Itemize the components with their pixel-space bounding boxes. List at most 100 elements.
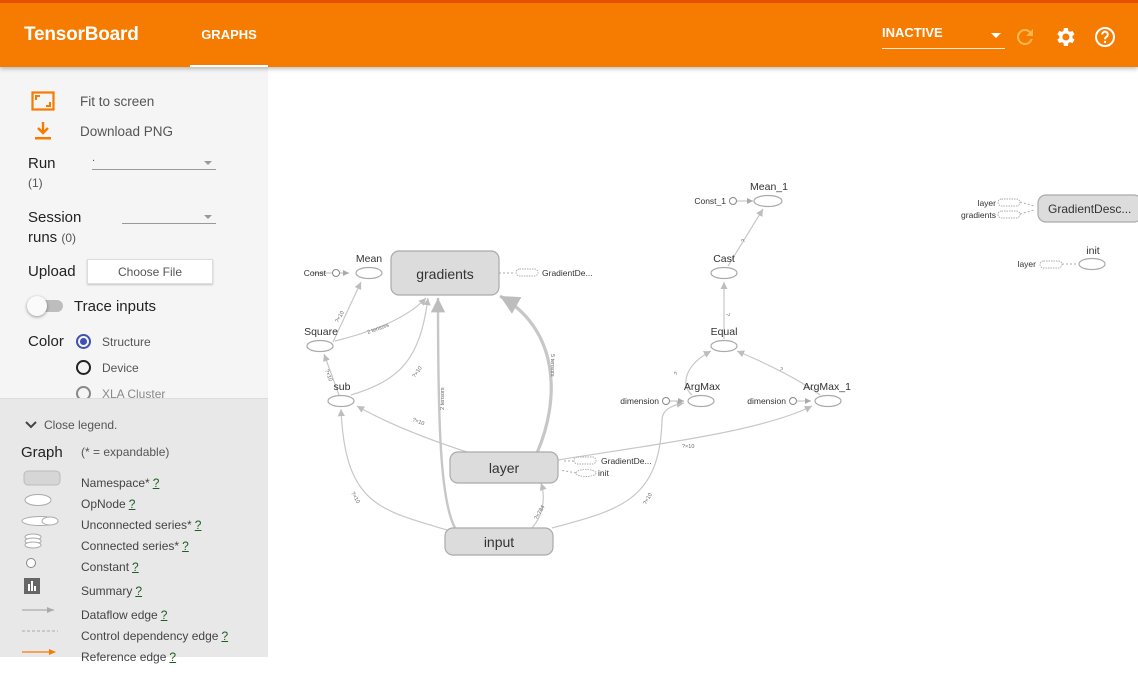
edge-label: 5 tensors — [549, 354, 555, 377]
choose-file-button[interactable]: Choose File — [87, 259, 213, 284]
tab-graphs[interactable]: GRAPHS — [201, 27, 257, 42]
color-device-label: Device — [102, 361, 139, 375]
edge-sub-gradients — [350, 297, 431, 396]
session-label: Session — [28, 209, 82, 226]
node-label: Cast — [713, 253, 735, 265]
help-link[interactable]: ? — [160, 608, 168, 622]
node-input[interactable]: input — [444, 527, 554, 556]
legend-constant: Constant? — [81, 560, 139, 574]
run-select[interactable]: . — [92, 152, 216, 170]
trace-inputs-toggle-knob[interactable] — [27, 296, 47, 316]
app-title: TensorBoard — [24, 24, 139, 45]
edge-argmax1-equal — [736, 350, 821, 396]
node-label: Square — [304, 326, 338, 338]
node-argmax[interactable] — [687, 394, 715, 408]
series-gradients[interactable] — [997, 210, 1021, 219]
node-label: GradientDesc... — [1048, 202, 1131, 216]
node-dimension-b[interactable] — [789, 397, 797, 405]
color-structure-radio[interactable] — [76, 334, 91, 349]
node-label: Mean — [356, 253, 382, 265]
edge-gradients-gradientdesc — [1019, 209, 1035, 215]
edge-input-gradients — [430, 297, 457, 529]
edge-argmax-equal — [685, 350, 712, 396]
series-gradientde-2[interactable] — [573, 456, 597, 465]
edge-label: ? — [741, 238, 748, 244]
help-link[interactable]: ? — [221, 629, 229, 643]
legend-opnode: OpNode? — [81, 497, 136, 511]
help-link[interactable]: ? — [182, 539, 189, 553]
close-legend-button[interactable]: Close legend. — [44, 418, 118, 432]
color-device-radio[interactable] — [76, 360, 91, 375]
chevron-down-icon[interactable] — [25, 421, 37, 429]
edge-input-sub — [337, 408, 448, 531]
chevron-down-icon — [204, 161, 212, 165]
edge-square-mean — [332, 281, 362, 343]
legend-connected-series: Connected series*? — [81, 539, 189, 553]
help-link[interactable]: ? — [169, 650, 177, 664]
session-select[interactable] — [122, 210, 216, 224]
node-label: Const — [304, 268, 327, 278]
download-icon[interactable] — [34, 121, 52, 141]
run-status-dropdown[interactable]: INACTIVE — [882, 25, 1005, 49]
node-cast[interactable] — [710, 266, 738, 280]
node-layer[interactable]: layer — [449, 451, 559, 484]
node-mean[interactable] — [355, 266, 383, 280]
fit-screen-icon[interactable] — [31, 91, 55, 111]
node-label: gradients — [961, 210, 996, 220]
settings-icon[interactable] — [1053, 25, 1077, 49]
expandable-note: (* = expandable) — [81, 445, 170, 459]
node-const-1[interactable] — [729, 197, 737, 205]
run-label: Run — [28, 155, 56, 172]
series-init[interactable] — [575, 469, 597, 477]
upload-label: Upload — [28, 263, 76, 280]
node-label: layer — [1018, 259, 1037, 269]
edge-layer-sub — [356, 405, 471, 454]
node-label: GradientDe... — [601, 456, 652, 466]
node-mean-1[interactable] — [753, 194, 783, 208]
edge-layer-init — [559, 469, 577, 474]
edge-label: 2 tensors — [367, 322, 391, 335]
node-label: init — [1086, 245, 1100, 257]
series-layer-init[interactable] — [1039, 260, 1063, 269]
edge-layer-gradients — [499, 294, 553, 454]
graph-canvas[interactable]: ?×10 2 tensors ?×10 ?×10 ?×10 2 tensors … — [268, 67, 1138, 657]
node-sub[interactable] — [327, 394, 355, 408]
edge-label: ?×10 — [349, 491, 360, 505]
help-link[interactable]: ? — [135, 584, 143, 598]
node-dimension-a[interactable] — [662, 397, 670, 405]
node-gradient-descent[interactable]: GradientDesc... — [1037, 194, 1138, 223]
edge-label: ?×10 — [412, 366, 424, 380]
node-label: ArgMax — [684, 381, 721, 393]
edge-layer-gradientdesc — [1019, 201, 1035, 207]
color-xla-label: XLA Cluster — [102, 387, 166, 401]
node-square[interactable] — [306, 339, 334, 353]
node-gradients[interactable]: gradients — [390, 250, 500, 296]
color-structure-label: Structure — [102, 335, 151, 349]
fit-to-screen-button[interactable]: Fit to screen — [80, 94, 155, 109]
edge-label: ? — [673, 371, 679, 377]
series-gradientde-1[interactable] — [515, 268, 539, 277]
node-label: init — [598, 468, 610, 478]
chevron-down-icon — [991, 33, 1001, 38]
node-label: ArgMax_1 — [803, 381, 851, 393]
help-link[interactable]: ? — [152, 476, 160, 490]
node-init[interactable] — [1078, 257, 1106, 271]
edge-input-layer — [529, 482, 547, 531]
help-icon[interactable] — [1093, 25, 1117, 49]
node-const[interactable] — [332, 269, 340, 277]
legend-symbols — [21, 470, 61, 655]
node-equal[interactable] — [710, 339, 738, 353]
node-label: dimension — [747, 396, 786, 406]
node-argmax-1[interactable] — [814, 394, 842, 408]
edge-label: 2 tensors — [440, 387, 446, 410]
node-label: layer — [978, 198, 997, 208]
help-link[interactable]: ? — [128, 497, 136, 511]
node-label: Mean_1 — [750, 181, 788, 193]
download-png-button[interactable]: Download PNG — [80, 124, 174, 139]
refresh-icon[interactable] — [1013, 25, 1037, 49]
help-link[interactable]: ? — [132, 560, 139, 574]
legend-reference-edge: Reference edge? — [81, 650, 177, 664]
legend-panel: Close legend. Graph (* = expandable) Nam… — [0, 398, 268, 664]
help-link[interactable]: ? — [194, 518, 202, 532]
series-layer[interactable] — [997, 198, 1021, 207]
